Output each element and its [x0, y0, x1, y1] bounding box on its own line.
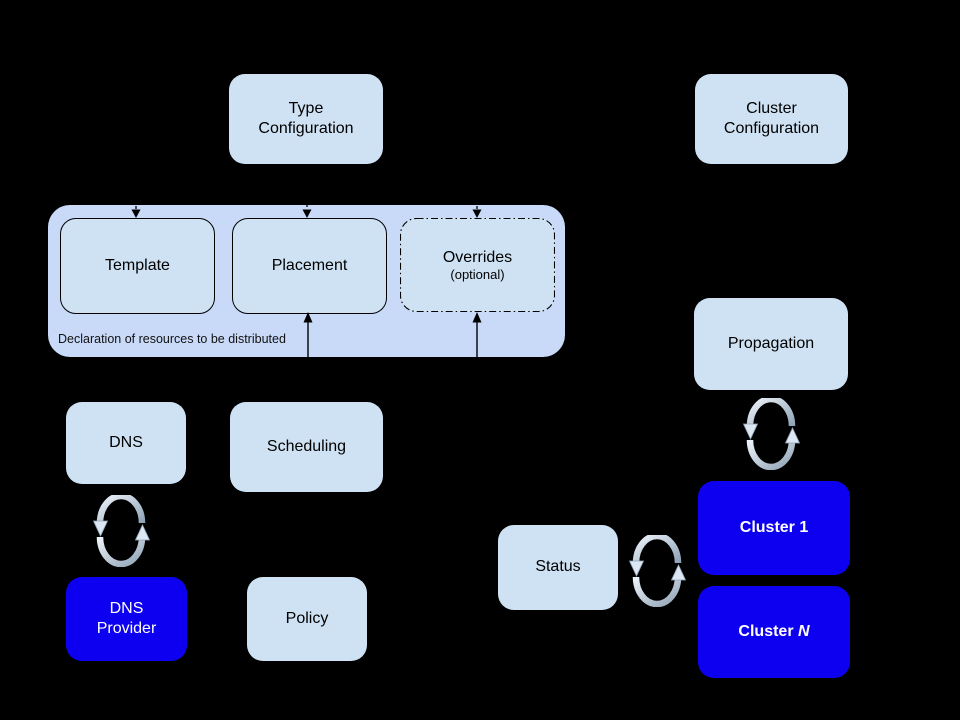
sync-icon	[628, 535, 686, 607]
node-label: Provider	[96, 620, 157, 637]
node-placement: Placement	[232, 218, 387, 314]
node-cluster-configuration: Cluster Configuration	[695, 74, 848, 164]
node-label: Overrides	[442, 248, 513, 266]
node-label: Type	[288, 99, 324, 117]
node-label: Placement	[271, 256, 348, 274]
node-sublabel: (optional)	[450, 267, 505, 283]
node-dns: DNS	[66, 402, 186, 484]
node-label: Cluster 1	[739, 518, 809, 536]
node-scheduling: Scheduling	[230, 402, 383, 492]
node-label: Configuration	[258, 120, 354, 137]
node-overrides: Overrides (optional)	[400, 218, 555, 312]
node-policy: Policy	[247, 577, 367, 661]
group-federated-resource: Template Placement Overrides (optional) …	[48, 205, 565, 357]
group-caption: Declaration of resources to be distribut…	[58, 332, 286, 346]
sync-icon	[742, 398, 800, 470]
node-dns-provider: DNS Provider	[66, 577, 187, 661]
node-label: Policy	[285, 609, 329, 627]
node-cluster-1: Cluster 1	[698, 481, 850, 575]
sync-icon	[92, 495, 150, 567]
node-propagation: Propagation	[694, 298, 848, 390]
node-template: Template	[60, 218, 215, 314]
node-label: Status	[535, 558, 581, 576]
node-label: DNS	[109, 599, 144, 617]
node-status: Status	[498, 525, 618, 610]
node-label: Cluster	[746, 99, 797, 117]
node-label: Template	[105, 256, 170, 274]
node-label: Configuration	[723, 120, 820, 137]
node-label: Scheduling	[266, 437, 347, 455]
node-label: Propagation	[727, 334, 815, 352]
node-label: DNS	[109, 433, 143, 451]
node-type-configuration: Type Configuration	[229, 74, 383, 164]
